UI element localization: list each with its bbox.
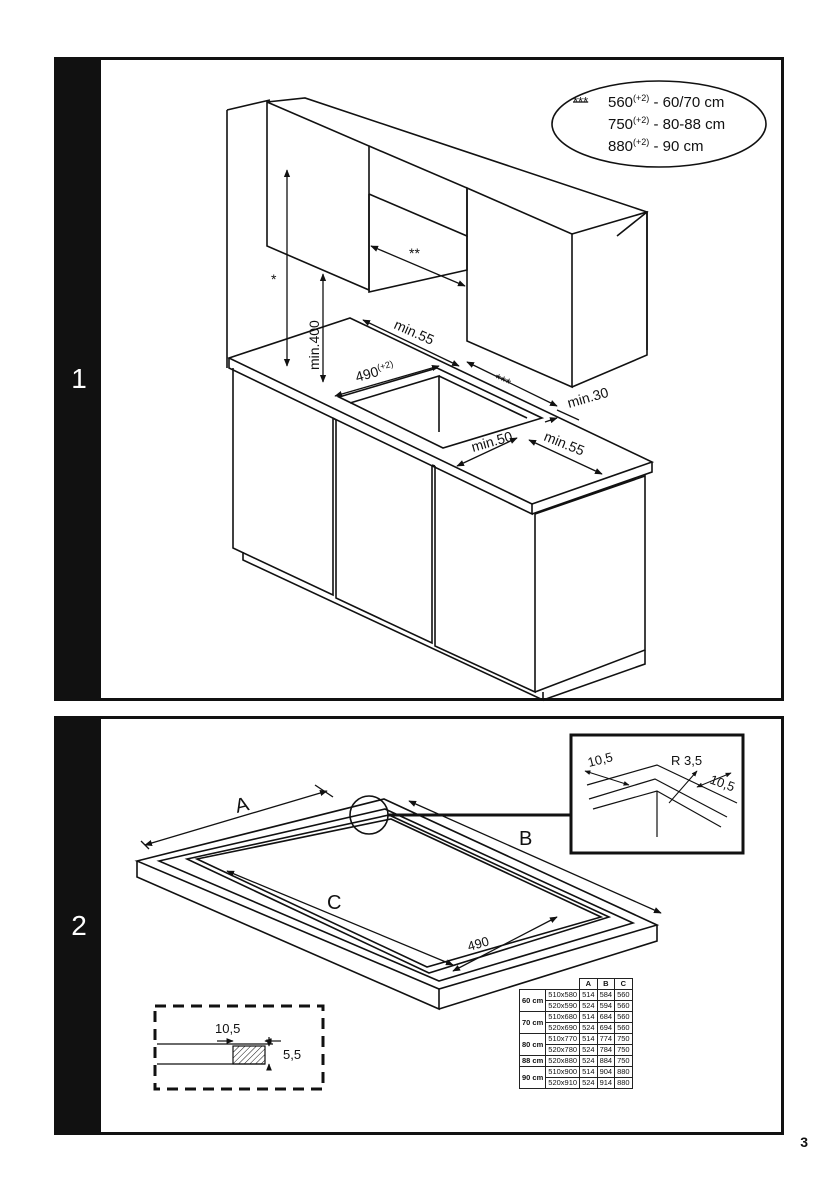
label-star: *: [271, 271, 277, 287]
size-cell: 60 cm: [518, 989, 547, 1012]
table-cell: 774: [596, 1033, 616, 1045]
dimension-label-490: 490: [466, 933, 491, 953]
label-min55-bottom: min.55: [542, 428, 587, 459]
size-cell: 90 cm: [518, 1066, 547, 1089]
table-cell: 510x900: [545, 1066, 581, 1078]
label-cutout-490: 490(+2): [353, 359, 396, 385]
column-header-b: B: [596, 978, 616, 990]
table-cell: 524: [579, 1044, 598, 1056]
table-cell: 524: [579, 1000, 598, 1012]
table-row: 88 cm 520x880 524 884 750: [518, 1055, 633, 1067]
table-cell: 520x880: [545, 1055, 581, 1067]
label-min400: min.400: [306, 320, 322, 370]
table-cell: 524: [579, 1055, 598, 1067]
kitchen-installation-drawing: *** 560(+2) - 60/70 cm 750(+2) - 80-88 c…: [226, 80, 767, 702]
inset-radius-label: R 3,5: [671, 753, 702, 768]
table-cell: 514: [579, 1033, 598, 1045]
table-cell: 560: [614, 989, 633, 1001]
cutout-dimensions-table: A B C 60 cm 510x580 514 584 560 520x590 …: [518, 978, 633, 1089]
table-cell: 510x770: [545, 1033, 581, 1045]
column-header-c: C: [614, 978, 633, 990]
inset-width-label-1: 10,5: [586, 749, 614, 770]
legend-line-2: 750(+2) - 80-88 cm: [608, 115, 725, 133]
figure-panel-1: 1: [54, 57, 784, 702]
table-cell: 904: [596, 1066, 616, 1078]
table-cell: 524: [579, 1022, 598, 1034]
figure-panel-2: 2: [54, 716, 784, 1135]
table-row: 520x590 524 594 560: [520, 1000, 633, 1012]
panel-number: 1: [57, 60, 101, 698]
table-cell: 514: [579, 1066, 598, 1078]
table-cell: 510x580: [545, 989, 581, 1001]
cutout-frame-drawing: A B C 490 10,5 R 3,5 10,5 10,5 5,5: [134, 733, 745, 1091]
legend-line-1: 560(+2) - 60/70 cm: [608, 93, 724, 111]
column-header-a: A: [579, 978, 598, 990]
table-cell: 514: [579, 1011, 598, 1023]
table-cell: 750: [614, 1033, 633, 1045]
table-header-row: A B C: [520, 978, 633, 990]
table-cell: 560: [614, 1011, 633, 1023]
table-row: 70 cm 510x680 514 684 560: [518, 1011, 633, 1034]
section-height-label: 5,5: [283, 1047, 301, 1062]
label-triple-star: ***: [492, 370, 514, 391]
table-cell: 594: [596, 1000, 616, 1012]
table-row: 520x910 524 914 880: [520, 1077, 633, 1089]
table-cell: 560: [614, 1022, 633, 1034]
dimension-label-a: A: [233, 793, 252, 818]
table-cell: 584: [596, 989, 616, 1001]
section-width-label: 10,5: [215, 1021, 240, 1036]
size-cell: 88 cm: [518, 1055, 547, 1067]
table-cell: 520x780: [545, 1044, 581, 1056]
legend-mark: ***: [573, 94, 588, 109]
table-cell: 524: [579, 1077, 598, 1089]
table-cell: 560: [614, 1000, 633, 1012]
dimension-label-c: C: [327, 892, 341, 914]
table-cell: 750: [614, 1055, 633, 1067]
table-row: 60 cm 510x580 514 584 560: [518, 989, 633, 1012]
table-cell: 784: [596, 1044, 616, 1056]
table-cell: 914: [596, 1077, 616, 1089]
label-double-star: **: [409, 245, 420, 261]
table-cell: 884: [596, 1055, 616, 1067]
table-row: 520x780 524 784 750: [520, 1044, 633, 1056]
table-cell: 880: [614, 1077, 633, 1089]
label-min55-top: min.55: [392, 316, 437, 348]
table-cell: 510x680: [545, 1011, 581, 1023]
table-row: 90 cm 510x900 514 904 880: [518, 1066, 633, 1089]
table-cell: 750: [614, 1044, 633, 1056]
table-cell: 520x690: [545, 1022, 581, 1034]
table-cell: 880: [614, 1066, 633, 1078]
table-cell: 694: [596, 1022, 616, 1034]
table-cell: 520x910: [545, 1077, 581, 1089]
page-number: 3: [800, 1134, 808, 1150]
table-row: 520x690 524 694 560: [520, 1022, 633, 1034]
label-min50: min.50: [469, 428, 514, 455]
table-row: 80 cm 510x770 514 774 750: [518, 1033, 633, 1056]
legend-line-3: 880(+2) - 90 cm: [608, 137, 703, 155]
table-cell: 684: [596, 1011, 616, 1023]
size-cell: 70 cm: [518, 1011, 547, 1034]
dimension-label-b: B: [519, 828, 532, 850]
table-cell: 520x590: [545, 1000, 581, 1012]
panel-number: 2: [57, 719, 101, 1132]
table-cell: 514: [579, 989, 598, 1001]
size-cell: 80 cm: [518, 1033, 547, 1056]
